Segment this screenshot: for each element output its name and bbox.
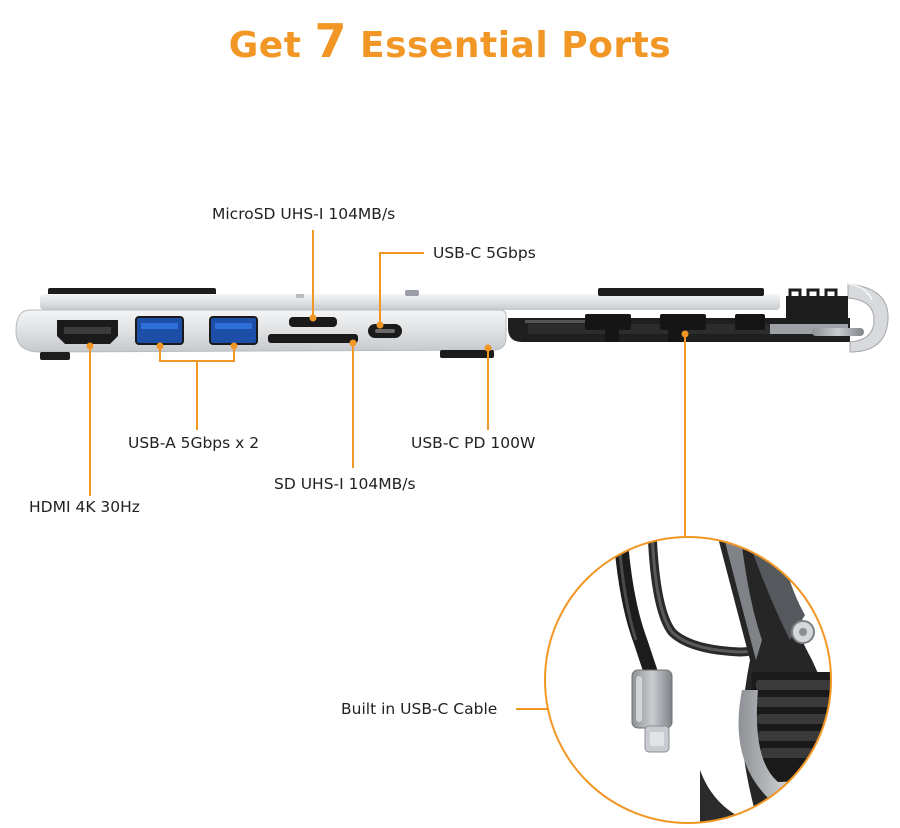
title-suffix: Essential Ports — [346, 25, 672, 66]
label-usba: USB-A 5Gbps x 2 — [128, 434, 260, 452]
usba-port-2 — [209, 316, 258, 345]
title-number: 7 — [314, 14, 347, 68]
label-usbc-pd: USB-C PD 100W — [411, 434, 536, 452]
hdmi-port — [57, 320, 118, 344]
leader-dots — [86, 314, 689, 713]
zoom-detail — [544, 536, 832, 824]
leader-lines — [89, 230, 686, 710]
usba-port-1 — [135, 316, 184, 345]
line-usbc — [379, 252, 424, 325]
label-sd: SD UHS-I 104MB/s — [274, 475, 416, 493]
page-title: Get 7 Essential Ports — [0, 14, 900, 68]
label-hdmi: HDMI 4K 30Hz — [29, 498, 140, 516]
title-prefix: Get — [228, 25, 315, 66]
microsd-slot — [289, 317, 337, 327]
sd-slot — [268, 334, 358, 343]
usbc-port — [368, 324, 402, 338]
label-microsd: MicroSD UHS-I 104MB/s — [212, 205, 396, 223]
label-cable: Built in USB-C Cable — [341, 700, 498, 718]
top-rail — [40, 288, 780, 310]
stand-rail — [508, 314, 864, 342]
hook — [786, 283, 889, 353]
label-usbc-data: USB-C 5Gbps — [433, 244, 536, 262]
